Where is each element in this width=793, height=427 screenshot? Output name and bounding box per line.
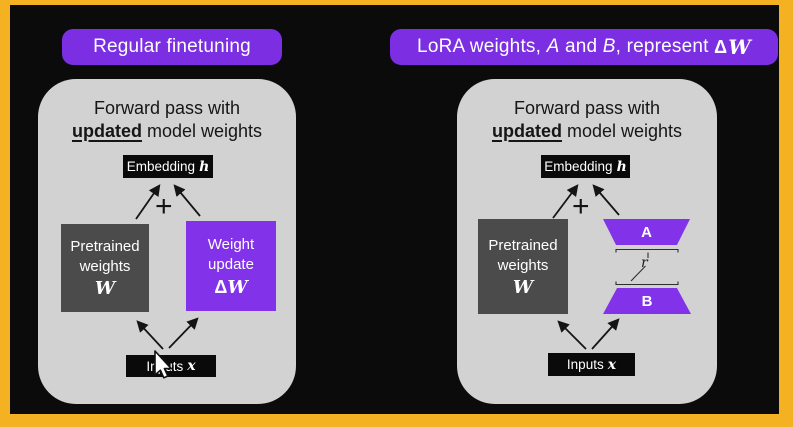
panel-right-title: Forward pass with updated model weights: [467, 97, 707, 143]
header-right-seg3: , represent: [615, 36, 715, 57]
pretrained-weights-box-right: Pretrained weights W: [478, 219, 568, 314]
panel-right-title-line2: model weights: [561, 121, 683, 141]
pretrained-line2-right: weights: [497, 256, 549, 274]
rank-label: r: [641, 255, 648, 271]
lora-b-trapezoid: B: [603, 288, 691, 314]
header-right-seg1: LoRA weights,: [417, 36, 547, 57]
pretrained-line2-left: weights: [79, 258, 131, 275]
pretrained-weights-box-left: Pretrained weights W: [61, 224, 149, 312]
weight-update-var: ΔW: [214, 277, 247, 298]
panel-left-title: Forward pass with updated model weights: [48, 97, 286, 143]
weight-update-line1: Weight: [207, 235, 255, 253]
pretrained-var-left: W: [94, 278, 116, 299]
header-right-var-a: A: [546, 36, 560, 57]
panel-left-title-updated: updated: [71, 121, 142, 141]
embedding-var-right: h: [616, 158, 627, 175]
embedding-label-left: Embedding: [126, 159, 196, 174]
panel-left-title-line1: Forward pass with: [93, 98, 241, 118]
lora-b-label: B: [641, 292, 653, 310]
inputs-label-left: Inputs: [146, 358, 184, 374]
embedding-label-right: Embedding: [544, 159, 613, 174]
panel-right-title-line1: Forward pass with: [513, 98, 661, 118]
panel-right-title-updated: updated: [491, 121, 562, 141]
pretrained-line1-left: Pretrained: [70, 238, 140, 255]
pretrained-var-right: W: [512, 276, 534, 298]
pretrained-line1-right: Pretrained: [488, 236, 558, 254]
embedding-var-left: h: [199, 158, 210, 175]
weight-update-w: W: [227, 276, 248, 298]
header-right-var-b: B: [602, 36, 616, 57]
header-right-delta: Δ: [714, 36, 728, 57]
header-right-seg2: and: [559, 36, 603, 57]
inputs-label-right: Inputs: [566, 357, 604, 372]
inputs-var-right: x: [607, 356, 617, 373]
plus-sign-left: +: [155, 190, 173, 223]
weight-update-box: Weight update ΔW: [186, 221, 276, 311]
lora-a-trapezoid: A: [603, 219, 690, 245]
plus-sign-right: +: [572, 190, 590, 223]
inputs-var-left: x: [187, 358, 196, 374]
weight-update-delta: Δ: [214, 276, 228, 297]
panel-left-title-line2: model weights: [141, 121, 263, 141]
header-pill-left-label: Regular finetuning: [93, 36, 251, 57]
header-right-var-w: W: [728, 35, 751, 59]
weight-update-line2: update: [208, 255, 254, 273]
header-pill-regular-finetuning: Regular finetuning: [62, 29, 282, 65]
lora-a-label: A: [641, 223, 652, 241]
